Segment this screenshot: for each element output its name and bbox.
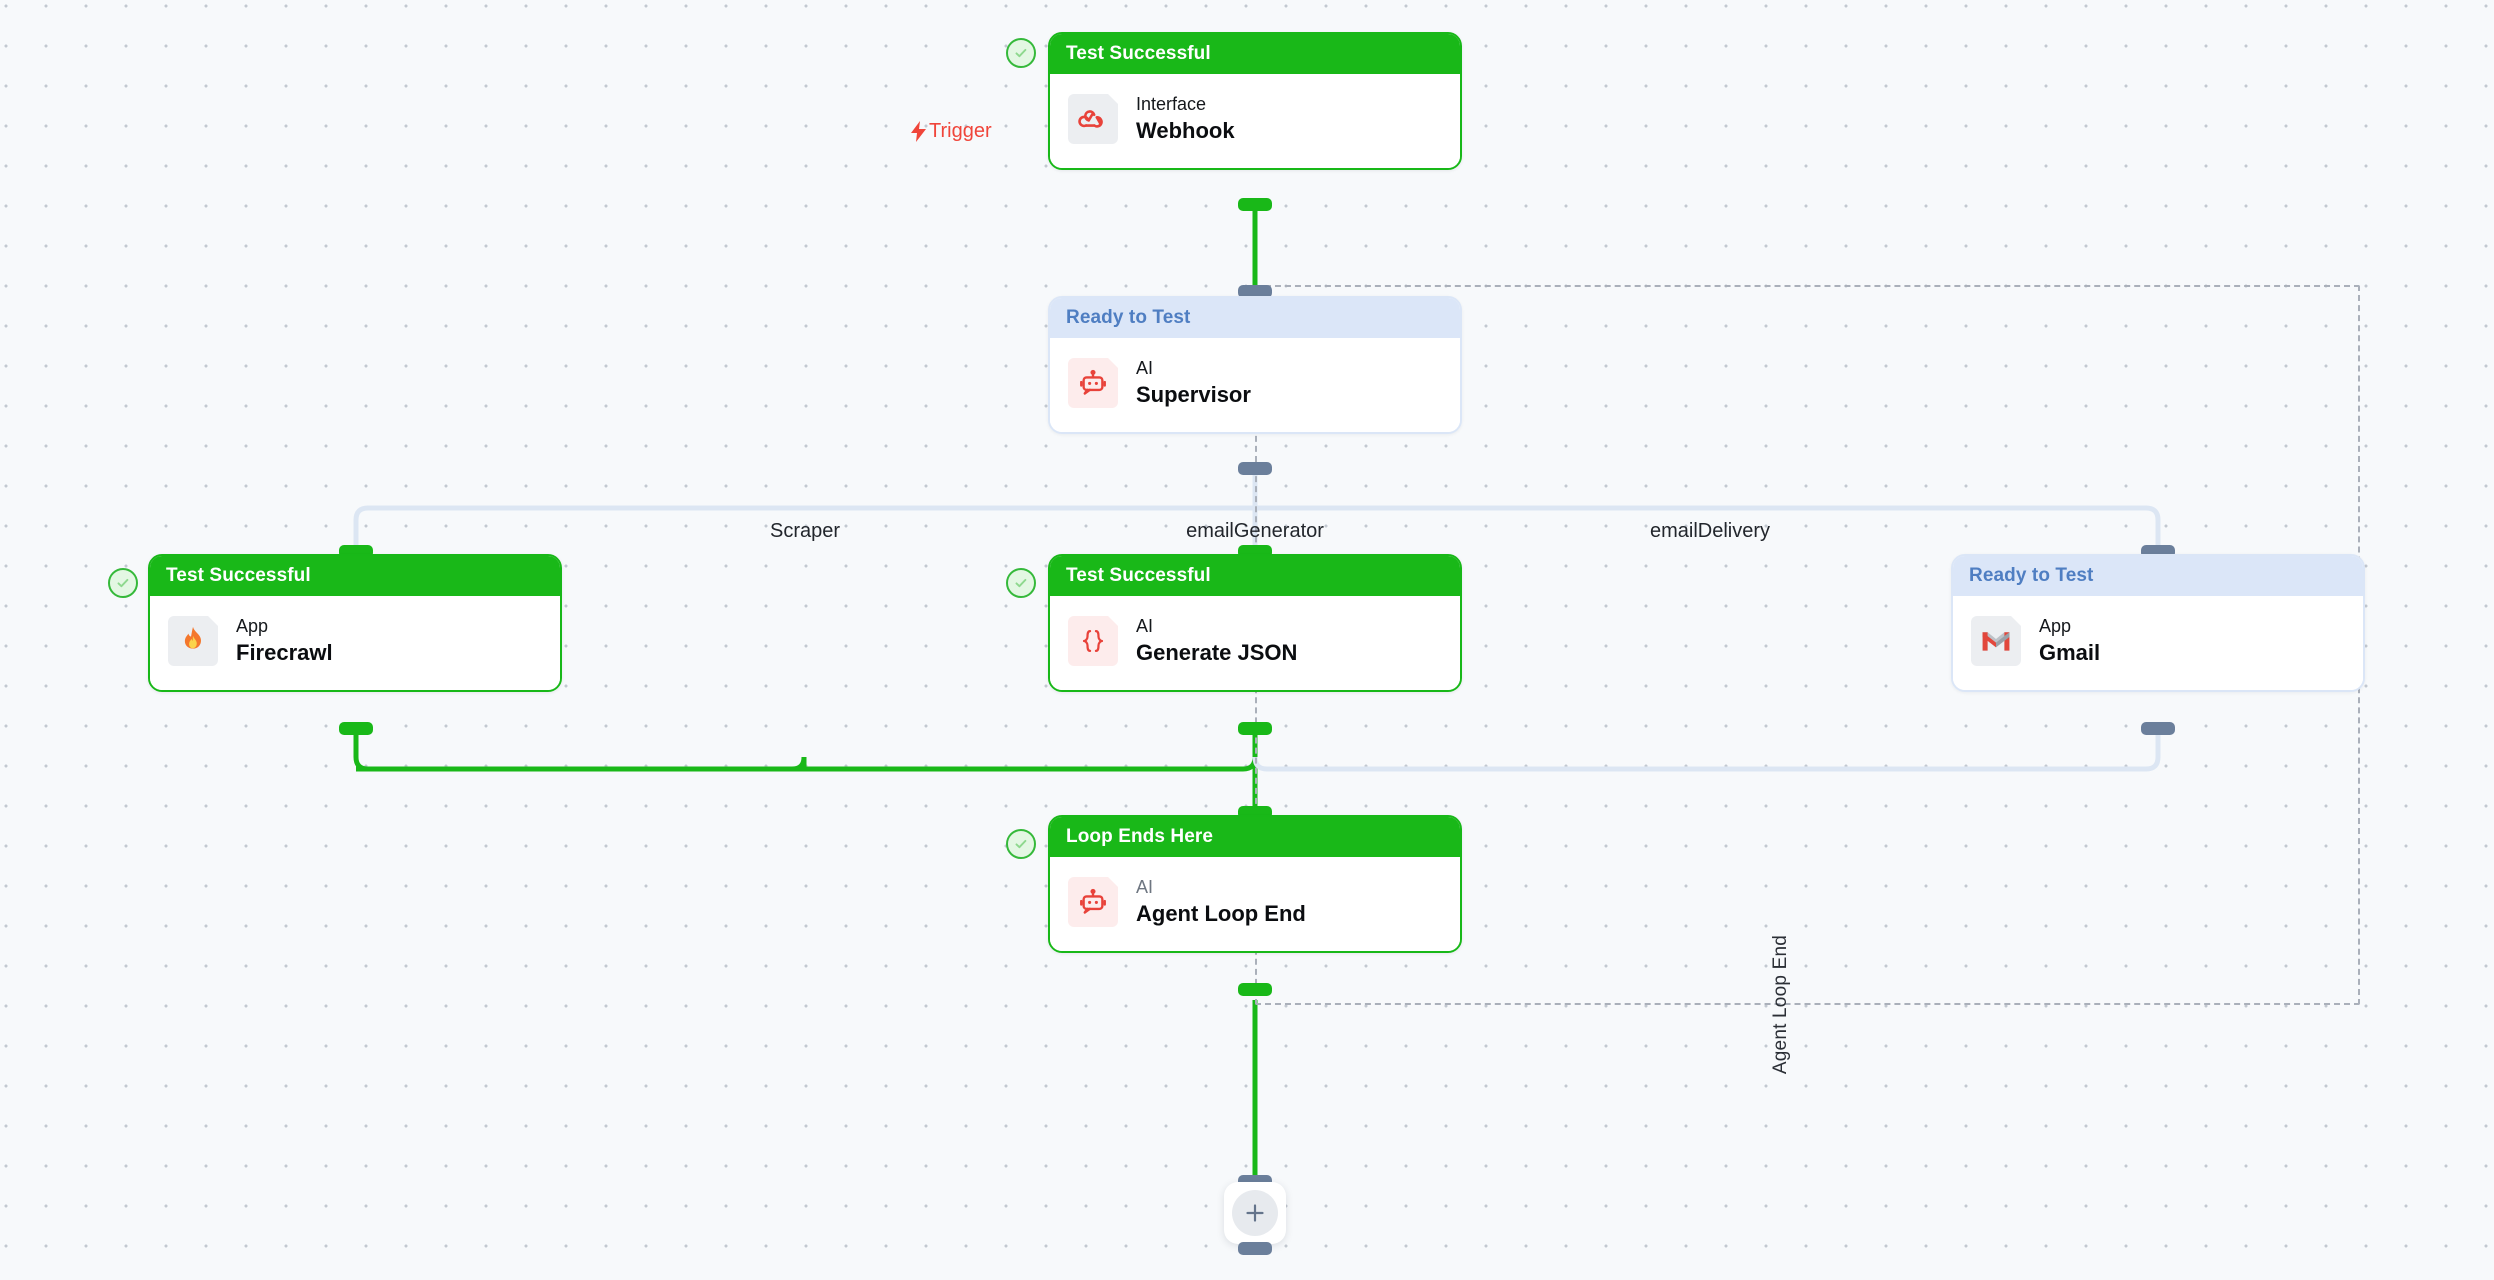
node-body-agent-loop-end: AI Agent Loop End bbox=[1050, 857, 1460, 951]
check-icon bbox=[1015, 839, 1027, 849]
node-kicker-webhook: Interface bbox=[1136, 93, 1207, 114]
node-title-generate-json: Generate JSON bbox=[1136, 639, 1298, 665]
check-icon bbox=[117, 578, 129, 588]
node-text-gmail: App Gmail bbox=[2039, 615, 2101, 665]
node-kicker-firecrawl: App bbox=[236, 615, 269, 636]
agent-loop-label: Agent Loop End bbox=[1770, 935, 1791, 1075]
curly-braces-icon bbox=[1068, 616, 1118, 666]
node-status-firecrawl: Test Successful bbox=[150, 556, 560, 596]
node-text-agent-loop-end: AI Agent Loop End bbox=[1136, 876, 1306, 926]
node-firecrawl[interactable]: Test Successful App Firecrawl bbox=[148, 554, 562, 692]
handle-gmail-output[interactable] bbox=[2141, 722, 2175, 735]
handle-generatejson-output[interactable] bbox=[1238, 722, 1272, 735]
node-body-firecrawl: App Firecrawl bbox=[150, 596, 560, 690]
branch-label-emailgenerator: emailGenerator bbox=[1186, 520, 1324, 542]
edge-lateral-join bbox=[804, 756, 1258, 772]
node-title-agent-loop-end: Agent Loop End bbox=[1136, 900, 1306, 926]
handle-supervisor-input[interactable] bbox=[1238, 285, 1272, 298]
plus-icon bbox=[1232, 1190, 1278, 1236]
node-body-generate-json: AI Generate JSON bbox=[1050, 596, 1460, 690]
node-kicker-agent-loop-end: AI bbox=[1136, 876, 1154, 897]
node-status-gmail: Ready to Test bbox=[1953, 556, 2363, 596]
lightning-bolt-icon bbox=[910, 121, 927, 142]
robot-icon bbox=[1068, 877, 1118, 927]
node-text-generate-json: AI Generate JSON bbox=[1136, 615, 1298, 665]
status-check-webhook bbox=[1006, 38, 1036, 68]
branch-label-emaildelivery: emailDelivery bbox=[1649, 520, 1771, 542]
trigger-label: Trigger bbox=[910, 120, 992, 143]
status-check-generatejson bbox=[1006, 568, 1036, 598]
node-agent-loop-end[interactable]: Loop Ends Here AI bbox=[1048, 815, 1462, 953]
node-status-generate-json: Test Successful bbox=[1050, 556, 1460, 596]
node-status-webhook: Test Successful bbox=[1050, 34, 1460, 74]
node-body-gmail: App Gmail bbox=[1953, 596, 2363, 690]
trigger-text: Trigger bbox=[929, 120, 992, 142]
node-status-supervisor: Ready to Test bbox=[1050, 298, 1460, 338]
edge-firecrawl-to-loopend bbox=[353, 733, 807, 772]
node-text-firecrawl: App Firecrawl bbox=[236, 615, 333, 665]
node-title-webhook: Webhook bbox=[1136, 117, 1235, 143]
node-supervisor[interactable]: Ready to Test AI S bbox=[1048, 296, 1462, 434]
node-text-supervisor: AI Supervisor bbox=[1136, 357, 1251, 407]
node-body-webhook: Interface Webhook bbox=[1050, 74, 1460, 168]
webhook-icon bbox=[1068, 94, 1118, 144]
status-check-agent-loop-end bbox=[1006, 829, 1036, 859]
add-step-button[interactable] bbox=[1224, 1182, 1286, 1244]
node-kicker-gmail: App bbox=[2039, 615, 2072, 636]
check-icon bbox=[1015, 48, 1027, 58]
status-check-firecrawl bbox=[108, 568, 138, 598]
check-icon bbox=[1015, 578, 1027, 588]
handle-supervisor-output[interactable] bbox=[1238, 462, 1272, 475]
node-body-supervisor: AI Supervisor bbox=[1050, 338, 1460, 432]
node-kicker-supervisor: AI bbox=[1136, 357, 1154, 378]
handle-loopend-output[interactable] bbox=[1238, 983, 1272, 996]
handle-firecrawl-output[interactable] bbox=[339, 722, 373, 735]
node-generate-json[interactable]: Test Successful AI Generate JSON bbox=[1048, 554, 1462, 692]
handle-add-output[interactable] bbox=[1238, 1242, 1272, 1255]
flame-icon bbox=[168, 616, 218, 666]
node-gmail[interactable]: Ready to Test App Gmail bbox=[1951, 554, 2365, 692]
node-webhook[interactable]: Test Successful Interface Webhook bbox=[1048, 32, 1462, 170]
node-status-agent-loop-end: Loop Ends Here bbox=[1050, 817, 1460, 857]
node-title-supervisor: Supervisor bbox=[1136, 381, 1251, 407]
gmail-icon bbox=[1971, 616, 2021, 666]
branch-label-scraper: Scraper bbox=[769, 520, 841, 542]
node-title-gmail: Gmail bbox=[2039, 639, 2101, 665]
handle-webhook-output[interactable] bbox=[1238, 198, 1272, 211]
robot-icon bbox=[1068, 358, 1118, 408]
node-kicker-generate-json: AI bbox=[1136, 615, 1154, 636]
node-text-webhook: Interface Webhook bbox=[1136, 93, 1235, 143]
node-title-firecrawl: Firecrawl bbox=[236, 639, 333, 665]
